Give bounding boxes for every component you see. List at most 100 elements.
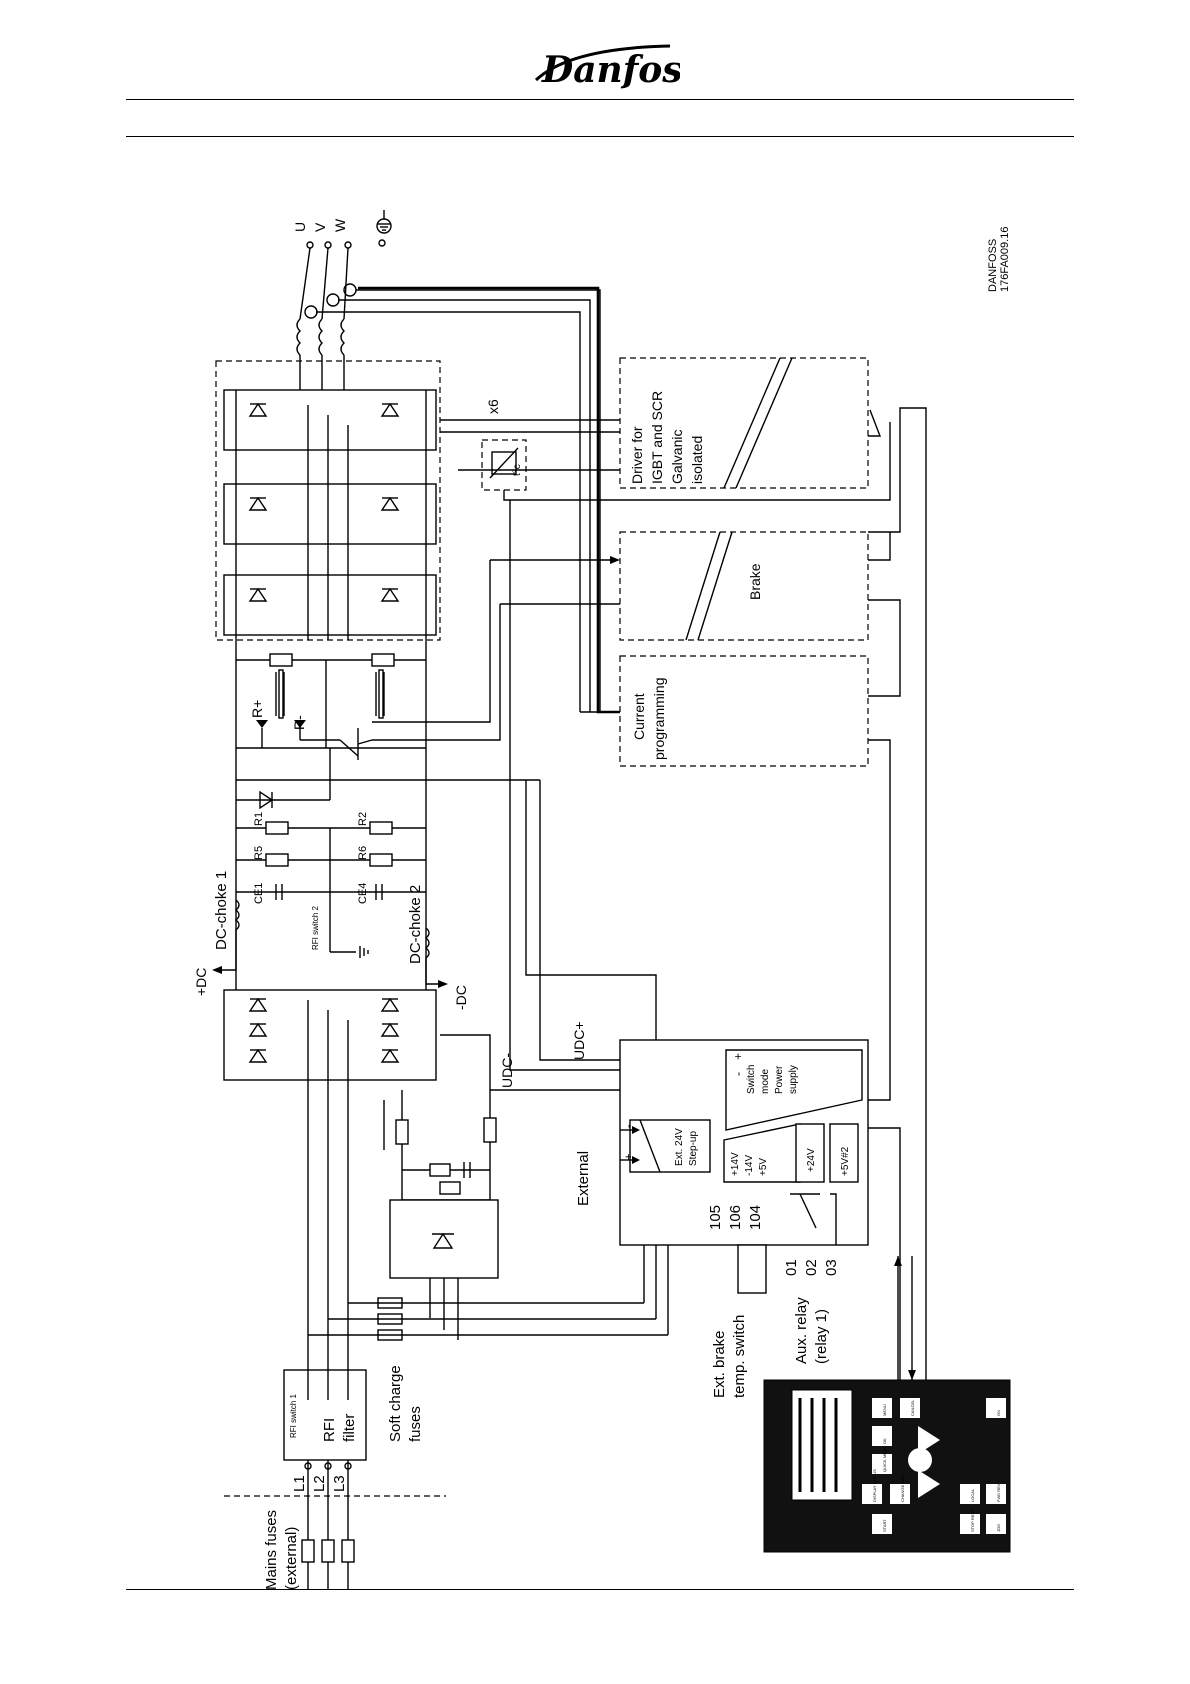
- lcp-key[interactable]: [862, 1484, 882, 1504]
- label-x6: x6: [485, 399, 501, 414]
- label-r-minus: R-: [291, 715, 307, 730]
- lcp-key[interactable]: [872, 1426, 892, 1446]
- brake-box: [619, 531, 869, 641]
- lcp-down-arrow-icon[interactable]: [918, 1470, 940, 1498]
- smps-minus-label: -: [731, 1072, 745, 1076]
- current-prog-text-1: Current: [631, 693, 647, 740]
- lcp-key[interactable]: [872, 1454, 892, 1474]
- lcp-up-arrow-icon[interactable]: [918, 1426, 940, 1454]
- current-prog-text-2: programming: [651, 678, 667, 760]
- driver-text-1: Driver for: [629, 426, 645, 484]
- danfoss-logo: Danfoss: [534, 44, 680, 91]
- label-l1: L1: [291, 1475, 308, 1492]
- smps-text-3: Power: [774, 1065, 785, 1094]
- current-sensor-u: [304, 305, 318, 319]
- lcp-key[interactable]: [872, 1514, 892, 1534]
- smps-text-1: Switch: [746, 1065, 757, 1094]
- lcp-key-label: LOCAL: [970, 1488, 975, 1502]
- rail-text-3: +5V: [758, 1158, 769, 1176]
- mains-fuses-text-1: Mains fuses: [263, 1510, 280, 1590]
- rfi-filter-text-2: filter: [341, 1414, 358, 1442]
- ext-brake-text-1: Ext. brake: [711, 1330, 728, 1398]
- rfi-filter-text-1: RFI: [321, 1418, 338, 1442]
- label-r1: R1: [253, 812, 265, 826]
- current-sensor-v: [326, 293, 340, 307]
- lcp-key-label: MENU: [882, 1404, 887, 1416]
- smps-text-4: supply: [788, 1065, 799, 1094]
- current-programming-box: [619, 655, 869, 767]
- diode-icon: [380, 1048, 400, 1063]
- footer-rule: [126, 1589, 1074, 1590]
- relay-terminal-03: 03: [823, 1259, 840, 1276]
- lcp-key-label: CANCEL: [910, 1399, 915, 1416]
- soft-charge-text-1: Soft charge: [387, 1365, 404, 1442]
- terminal-104: 104: [747, 1205, 764, 1230]
- label-dc-choke-2: DC-choke 2: [407, 885, 424, 964]
- lcp-key[interactable]: [900, 1398, 920, 1418]
- label-plus-dc: +DC: [193, 968, 209, 996]
- lcp-key-label: CHANGE DATA: [900, 1473, 905, 1502]
- lcp-key-label: FWD REV: [996, 1483, 1001, 1502]
- thermistor-label: t°c: [512, 464, 523, 476]
- driver-text-2: IGBT and SCR: [649, 391, 665, 484]
- igbt-module-u: [223, 574, 437, 636]
- lcp-display: [791, 1389, 853, 1501]
- diode-icon: [380, 587, 400, 602]
- rail-text-2: -14V: [744, 1155, 755, 1176]
- lcp-key[interactable]: [986, 1514, 1006, 1534]
- lcp-key[interactable]: [890, 1484, 910, 1504]
- diode-icon: [248, 1022, 268, 1037]
- plus-24v-label: +24V: [806, 1148, 817, 1172]
- diode-icon: [380, 496, 400, 511]
- label-udc-plus: UDC+: [571, 1021, 587, 1060]
- relay-terminal-02: 02: [803, 1259, 820, 1276]
- smps-block: [725, 1049, 863, 1131]
- label-l2: L2: [311, 1475, 328, 1492]
- lcp-key-label: JOG: [996, 1524, 1001, 1532]
- diode-icon: [248, 587, 268, 602]
- label-udc-minus: UDC-: [499, 1053, 515, 1088]
- diode-icon: [248, 997, 268, 1012]
- lcp-key-label: DISPLAY STATUS: [872, 1469, 877, 1502]
- lcp-plus-minus-icon[interactable]: [908, 1448, 932, 1472]
- diode-icon: [248, 1048, 268, 1063]
- ext24-plus-label: +: [623, 1154, 635, 1160]
- brake-label: Brake: [747, 563, 763, 600]
- relay-terminal-01: 01: [783, 1259, 800, 1276]
- soft-charge-text-2: fuses: [407, 1406, 424, 1442]
- diode-icon: [380, 402, 400, 417]
- ext24-minus-label: -: [623, 1124, 635, 1128]
- label-ce1: CE1: [253, 883, 265, 904]
- mains-fuse-l2: [321, 1539, 335, 1563]
- lcp-key-label: ON: [996, 1410, 1001, 1416]
- terminal-105: 105: [707, 1205, 724, 1230]
- label-dc-choke-1: DC-choke 1: [213, 871, 230, 950]
- lcp-key[interactable]: [960, 1484, 980, 1504]
- label-external: External: [575, 1151, 592, 1206]
- lcp-key[interactable]: [872, 1398, 892, 1418]
- rectifier-bridge: [223, 989, 437, 1081]
- label-r6: R6: [357, 846, 369, 860]
- lcp-key[interactable]: [986, 1398, 1006, 1418]
- label-l3: L3: [331, 1475, 348, 1492]
- igbt-module-w: [223, 389, 437, 451]
- terminal-106: 106: [727, 1205, 744, 1230]
- aux-relay-text-1: Aux. relay: [793, 1297, 810, 1364]
- diode-icon: [380, 997, 400, 1012]
- smps-plus-label: +: [731, 1053, 745, 1060]
- lcp-key[interactable]: [960, 1514, 980, 1534]
- lcp-key[interactable]: [986, 1484, 1006, 1504]
- driver-text-3: Galvanic: [669, 430, 685, 484]
- label-w: W: [332, 218, 348, 232]
- label-ce4: CE4: [357, 883, 369, 904]
- mains-fuse-l1: [301, 1539, 315, 1563]
- lcp-key-label: OK: [882, 1438, 887, 1444]
- ext24-text-2: Step-up: [688, 1131, 699, 1166]
- label-rfi-switch-1: RFI switch 1: [289, 1393, 298, 1438]
- ext-brake-text-2: temp. switch: [731, 1315, 748, 1398]
- label-minus-dc: -DC: [453, 985, 469, 1010]
- driver-box: [619, 357, 869, 489]
- label-u: U: [292, 222, 308, 232]
